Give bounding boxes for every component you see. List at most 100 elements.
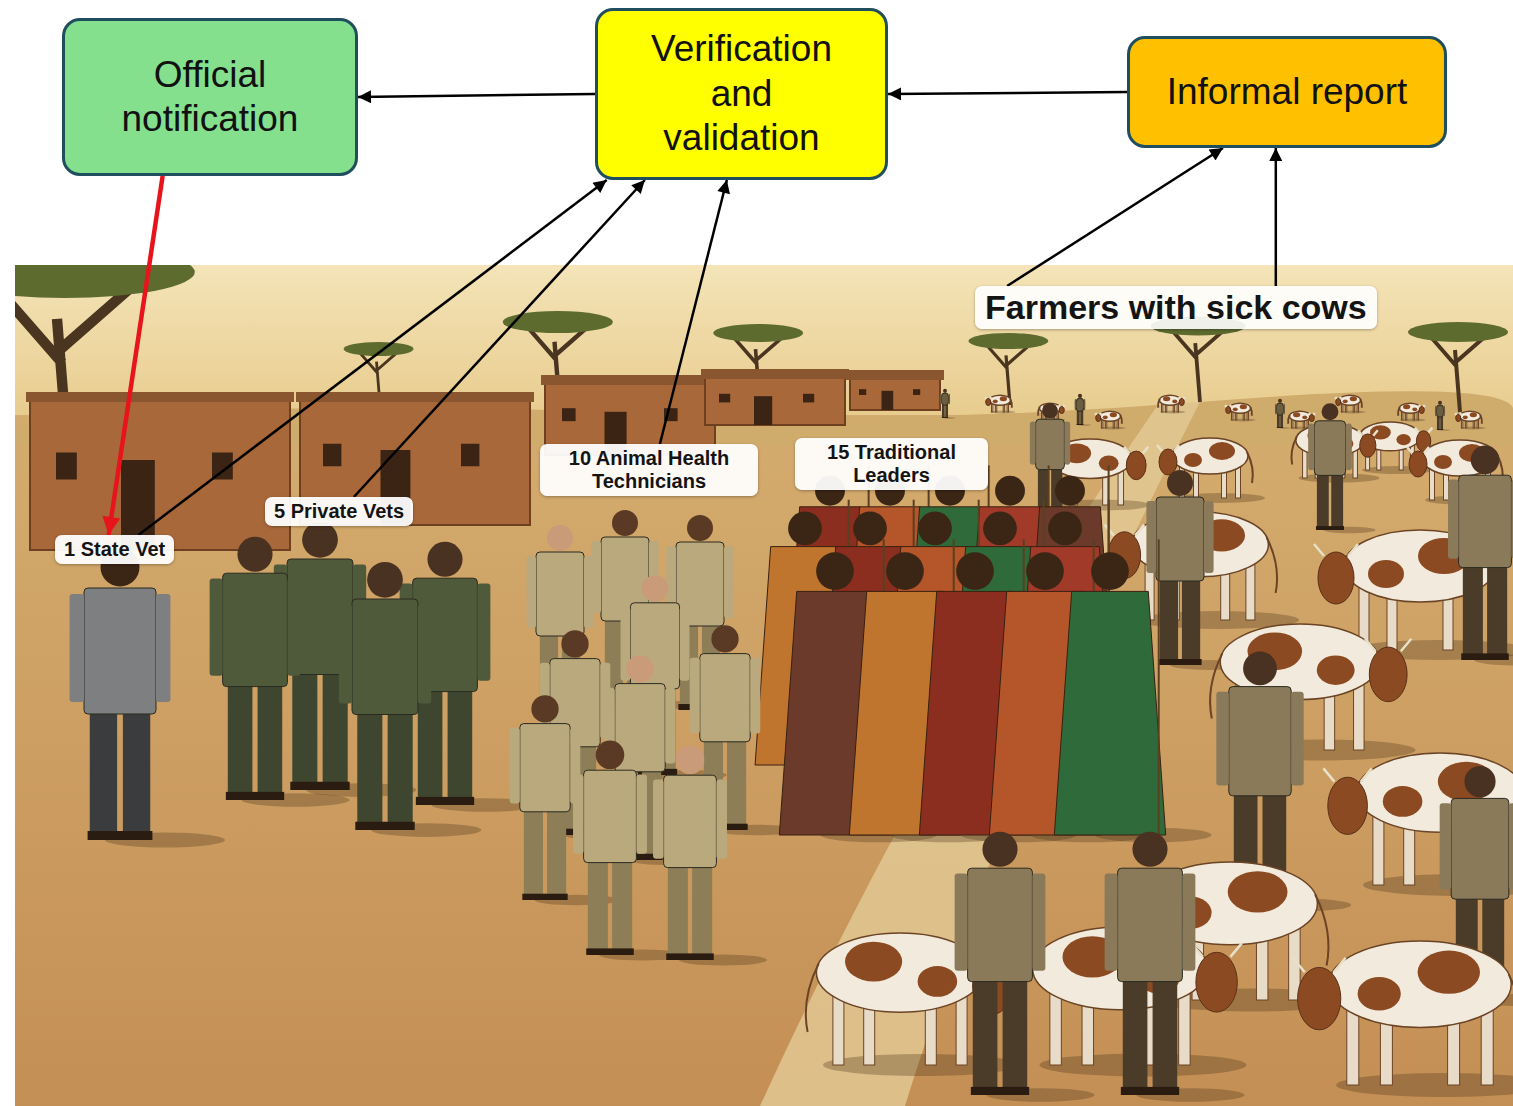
traditional-leader-figure-part (816, 552, 854, 590)
private-vet-figure-part (223, 573, 288, 686)
group-label: 15 Traditional Leaders (795, 438, 988, 490)
acacia-tree-part (1172, 328, 1227, 402)
farmer-figure-part (1182, 569, 1200, 661)
traditional-leader-figure-part (1048, 512, 1082, 546)
cow-figure-part (1059, 405, 1065, 407)
technician-figure-part (750, 658, 760, 734)
farmer-figure-part (1036, 419, 1065, 469)
private-vet-figure-part (427, 542, 462, 577)
technician-figure-part (724, 546, 734, 618)
cow-figure-part (1099, 411, 1120, 421)
farmer-figure (1435, 401, 1451, 431)
traditional-leader-figure-part (995, 476, 1025, 506)
cow-figure-part (1293, 958, 1346, 972)
mud-house (541, 375, 719, 455)
cow-figure-part (993, 399, 998, 403)
cow-figure-part (1000, 396, 1007, 401)
private-vet-figure (339, 562, 481, 837)
mud-house-part (803, 394, 814, 403)
farmer-figure-part (1277, 427, 1283, 429)
acacia-tree-part (1430, 334, 1488, 412)
farmer-figure-part (1438, 401, 1442, 405)
mud-house-part (719, 394, 730, 403)
arrow-connector (660, 180, 727, 444)
technician-figure-part (668, 854, 688, 955)
private-vet-figure-part (418, 605, 431, 704)
traditional-leader-figure-part (956, 552, 994, 590)
cow-figure-part (1419, 405, 1425, 407)
private-vet-figure-part (302, 522, 338, 558)
cow-figure-part (1315, 894, 1328, 965)
technician-figure-part (584, 770, 637, 862)
farmer-figure-part (968, 868, 1033, 981)
technician-figure-part (676, 746, 705, 775)
private-vet-figure-part (477, 584, 490, 681)
cow-figure-part (1343, 399, 1348, 403)
technician-figure-part (510, 728, 520, 804)
private-vet-figure-part (448, 675, 473, 799)
cow-figure-part (1229, 403, 1250, 413)
farmer-figure-part (1118, 868, 1183, 981)
cow-figure-part (1398, 407, 1400, 416)
farmer-figure-part (1316, 526, 1344, 530)
farmer-figure-part (1331, 468, 1343, 528)
technician-figure-part (716, 780, 727, 859)
farmer-figure-part (973, 965, 998, 1089)
cow-figure-part (1158, 399, 1160, 408)
traditional-leader-figure-part (1158, 539, 1160, 835)
cow-figure-part (1456, 414, 1461, 421)
technician-figure-part (596, 741, 625, 770)
group-label: Farmers with sick cows (975, 286, 1377, 329)
cow-figure-part (1368, 560, 1404, 588)
technician-figure-part (727, 729, 746, 826)
cow-figure-part (845, 942, 902, 982)
cow-figure-part (1369, 647, 1407, 702)
cow-figure-part (1314, 544, 1358, 556)
cow-figure-part (1407, 447, 1429, 453)
cow-figure-part (1179, 398, 1184, 405)
cow-figure-part (1399, 403, 1420, 413)
cow-figure-part (1317, 656, 1355, 685)
traditional-leader-figure (1054, 539, 1211, 842)
mud-house-part (461, 444, 479, 467)
cow-figure-part (1226, 406, 1231, 413)
process-box: Official notification (62, 18, 358, 176)
cow-figure-part (989, 395, 1010, 405)
farmer-figure-part (941, 393, 948, 406)
farmer-figure-part (943, 389, 947, 393)
technician-figure-part (687, 515, 713, 541)
mud-house-part (296, 392, 534, 402)
cow-figure-part (1412, 407, 1417, 411)
farmer-figure-part (1003, 965, 1028, 1089)
technician-figure-part (531, 695, 558, 722)
mud-house-part (323, 444, 341, 467)
traditional-leader-figure-part (886, 552, 924, 590)
private-vet-figure-part (352, 599, 418, 715)
cow-figure (1157, 438, 1265, 503)
farmer-figure (1448, 446, 1513, 666)
farmer-figure (1275, 399, 1291, 429)
farmer-figure-part (1182, 874, 1195, 971)
farmer-figure-part (1487, 554, 1507, 655)
cow-figure-part (918, 966, 958, 997)
technician-figure-part (588, 849, 608, 950)
technician-figure-part (573, 775, 584, 854)
cow-figure-part (1438, 762, 1495, 802)
cow-figure-part (1419, 406, 1424, 413)
traditional-leader-figure-part (1091, 552, 1129, 590)
farmer-figure-part (1314, 421, 1345, 476)
node-text: 15 Traditional Leaders (804, 441, 979, 487)
mud-house-part (850, 378, 940, 410)
mud-house-part (541, 375, 719, 385)
technician-figure-part (700, 654, 750, 742)
acacia-tree-part (503, 311, 613, 333)
cow-figure-part (1418, 951, 1480, 994)
farmer-figure-part (1444, 405, 1445, 416)
technician-figure-part (522, 894, 567, 900)
cow-figure-part (1196, 952, 1237, 1012)
cow-figure-part (1358, 977, 1401, 1011)
technician-figure-part (690, 658, 700, 734)
farmer-figure-part (1042, 403, 1058, 419)
mud-house-part (562, 408, 576, 421)
mud-house-part (705, 377, 845, 425)
